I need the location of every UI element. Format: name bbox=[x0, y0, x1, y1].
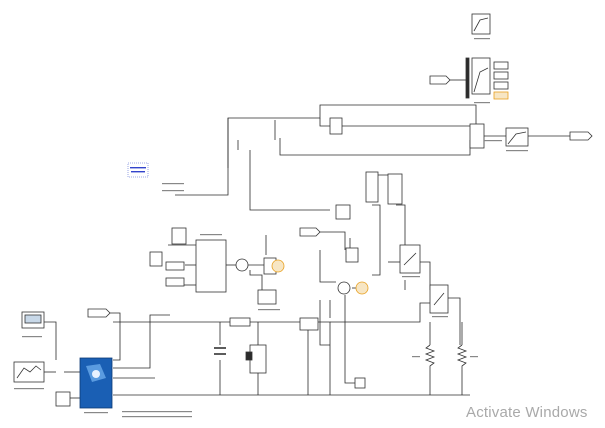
sum-block-mppt[interactable] bbox=[235, 258, 249, 272]
label-mark bbox=[22, 336, 42, 338]
meter-block-bottom[interactable] bbox=[354, 377, 366, 389]
pv-array-sun-glint bbox=[92, 370, 100, 378]
label-mark bbox=[474, 38, 490, 40]
load-resistor-1 bbox=[424, 344, 436, 370]
irradiance-trace bbox=[16, 365, 42, 379]
annotation-note bbox=[127, 162, 149, 178]
top-scope-block[interactable] bbox=[471, 13, 491, 35]
integrator-trace bbox=[507, 131, 527, 145]
inductor-block[interactable] bbox=[229, 317, 251, 327]
product-block-top[interactable] bbox=[329, 117, 343, 135]
gate-block-small[interactable] bbox=[245, 351, 253, 361]
pwm-generator-block[interactable] bbox=[257, 289, 277, 305]
scope-block-center[interactable] bbox=[335, 204, 351, 220]
output-port-highlighted[interactable] bbox=[493, 91, 509, 100]
mppt-input-port[interactable] bbox=[149, 251, 163, 267]
wire bbox=[175, 118, 229, 196]
goto-tag-center[interactable] bbox=[299, 227, 321, 237]
label-mark bbox=[200, 234, 222, 236]
label-mark bbox=[162, 190, 184, 192]
label-mark bbox=[162, 183, 184, 185]
switch-arm-upper bbox=[403, 252, 417, 266]
wire bbox=[319, 118, 330, 127]
label-mark bbox=[402, 276, 420, 278]
wire bbox=[330, 302, 430, 323]
pv-scope-screen bbox=[24, 314, 42, 324]
output-port-3[interactable] bbox=[493, 81, 509, 90]
wire bbox=[310, 231, 346, 250]
top-scope-trace bbox=[473, 17, 489, 32]
mppt-input-port-3[interactable] bbox=[165, 277, 185, 287]
label-mark bbox=[258, 309, 280, 311]
wire bbox=[319, 250, 336, 283]
wire bbox=[319, 300, 330, 346]
wire bbox=[113, 314, 170, 369]
integrator-block-right[interactable] bbox=[505, 127, 529, 147]
activate-windows-watermark: Activate Windows bbox=[466, 404, 588, 421]
mppt-input-port-2[interactable] bbox=[165, 261, 185, 271]
mppt-constant-block[interactable] bbox=[171, 227, 187, 245]
label-mark bbox=[122, 416, 192, 418]
wire bbox=[396, 204, 406, 250]
wire bbox=[372, 204, 381, 276]
output-port-1[interactable] bbox=[493, 61, 509, 70]
wire bbox=[249, 270, 263, 290]
highlight-sum-left[interactable] bbox=[271, 259, 285, 273]
wire bbox=[420, 261, 431, 290]
temperature-constant-block[interactable] bbox=[55, 391, 71, 407]
unreadable-label-marks bbox=[14, 38, 528, 418]
goto-tag-top[interactable] bbox=[429, 75, 451, 85]
clock-block[interactable] bbox=[365, 171, 379, 203]
pulse-generator-block[interactable] bbox=[387, 173, 403, 205]
highlight-sum-center[interactable] bbox=[355, 281, 369, 295]
switch-arm-lower bbox=[433, 292, 445, 306]
wire bbox=[227, 104, 477, 168]
mppt-controller-block[interactable] bbox=[195, 239, 227, 293]
wire bbox=[249, 150, 330, 211]
label-mark bbox=[122, 411, 192, 413]
wire bbox=[110, 312, 121, 361]
label-mark bbox=[130, 167, 146, 169]
label-mark bbox=[506, 150, 528, 152]
goto-tag-left[interactable] bbox=[87, 308, 111, 318]
diode-block[interactable] bbox=[299, 317, 319, 331]
load-resistor-2 bbox=[456, 344, 468, 370]
mux-bar[interactable] bbox=[465, 57, 470, 99]
wire bbox=[42, 321, 57, 360]
irradiance-source-block[interactable] bbox=[13, 361, 45, 383]
display-block-center[interactable] bbox=[345, 247, 359, 263]
mux-block-right[interactable] bbox=[469, 123, 485, 149]
output-port-2[interactable] bbox=[493, 71, 509, 80]
label-mark bbox=[474, 102, 490, 104]
label-mark bbox=[412, 356, 420, 358]
wire bbox=[344, 295, 355, 384]
output-tag-right[interactable] bbox=[569, 131, 593, 141]
label-mark bbox=[470, 356, 478, 358]
sum-block-center[interactable] bbox=[337, 281, 351, 295]
mid-scope-trace bbox=[473, 67, 489, 93]
label-mark bbox=[432, 316, 448, 318]
label-mark bbox=[84, 412, 108, 414]
label-mark bbox=[14, 388, 44, 390]
wire bbox=[448, 297, 461, 345]
label-mark bbox=[484, 140, 502, 142]
label-mark bbox=[131, 171, 145, 173]
wire bbox=[279, 138, 471, 156]
